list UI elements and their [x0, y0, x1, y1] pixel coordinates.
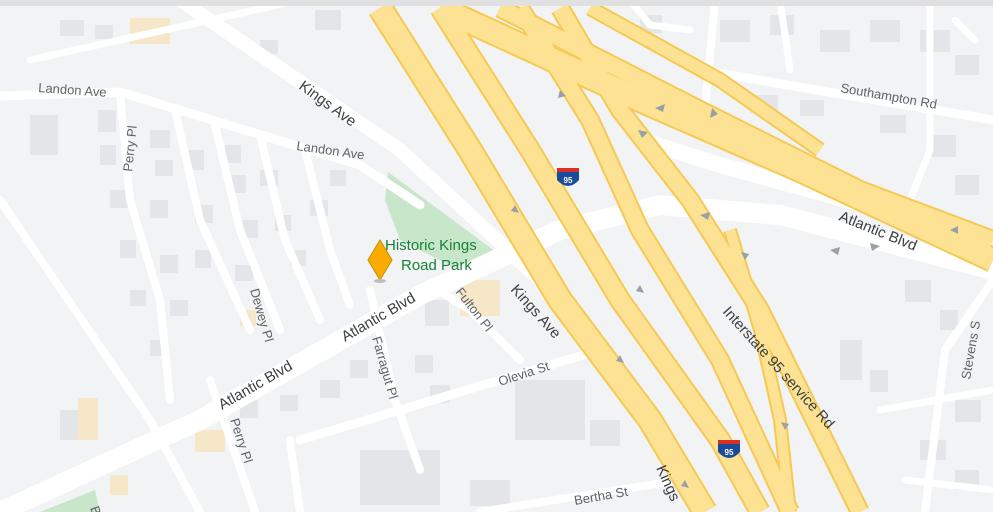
direction-arrows — [511, 90, 958, 488]
buildings — [30, 10, 981, 506]
label-perry-pl-north: Perry Pl — [120, 125, 140, 173]
atlantic-blvd-road[interactable] — [0, 194, 993, 512]
park-label-line1: Historic Kings — [385, 237, 477, 254]
park-area-small — [40, 490, 100, 512]
map-marker-pin[interactable] — [367, 239, 393, 283]
map-top-edge — [0, 0, 993, 6]
i95-shield-bottom[interactable]: 95 — [718, 440, 740, 458]
i95-shield-bottom-label: 95 — [725, 448, 734, 457]
interstate-highway[interactable] — [369, 0, 993, 512]
poi-historic-kings-road-park[interactable]: Historic Kings Road Park — [385, 237, 477, 274]
i95-shield-top[interactable]: 95 — [557, 168, 579, 186]
marker-shadow — [374, 279, 386, 283]
label-partial-street: Be — [87, 504, 107, 512]
i95-shield-top-label: 95 — [564, 176, 573, 185]
label-landon-ave-west: Landon Ave — [38, 80, 107, 100]
park-label-line2: Road Park — [401, 257, 472, 274]
